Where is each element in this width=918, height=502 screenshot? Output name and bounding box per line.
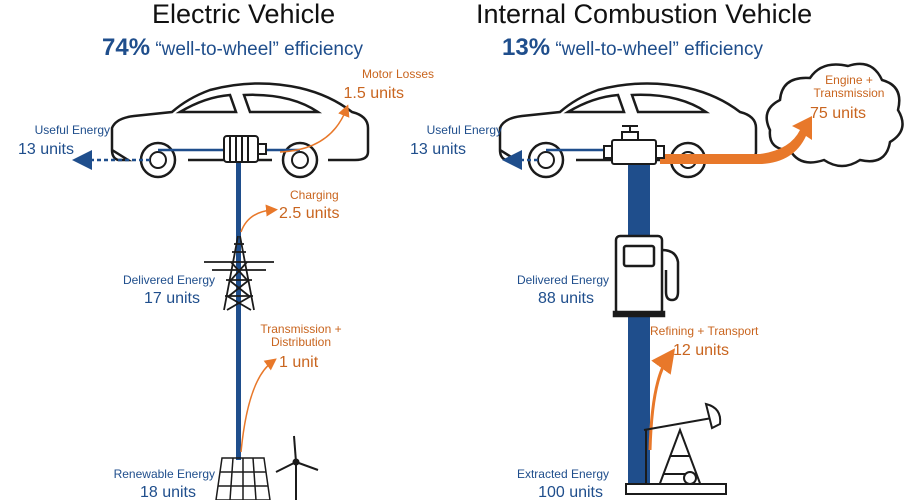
ice-efficiency: 13% “well-to-wheel” efficiency [502, 34, 763, 61]
oil-pumpjack-icon [625, 402, 727, 495]
refining-loss-arrow [648, 348, 676, 451]
engine-label-line1: Engine + [825, 73, 873, 87]
ice-delivered-energy-value: 88 units [537, 290, 594, 307]
transmission-label: Transmission + Distribution [258, 322, 344, 350]
extracted-energy-label: Extracted Energy [516, 467, 609, 481]
ev-rear-wheel [281, 141, 319, 179]
transmission-value: 1 unit [279, 354, 319, 371]
ev-efficiency: 74% “well-to-wheel” efficiency [102, 34, 363, 61]
ice-useful-energy-label: Useful Energy [426, 123, 502, 137]
fuel-pump-icon [612, 234, 680, 318]
ev-title: Electric Vehicle [152, 0, 336, 29]
ev-energy-flow-line [236, 160, 241, 460]
transmission-label-line1: Transmission + [260, 322, 342, 336]
charging-loss-arrow [240, 204, 278, 233]
ice-title: Internal Combustion Vehicle [476, 0, 813, 29]
ev-delivered-energy-value: 17 units [143, 290, 200, 307]
ev-efficiency-text: “well-to-wheel” efficiency [155, 39, 363, 60]
ev-efficiency-value: 74% [102, 34, 151, 61]
extracted-energy-value: 100 units [538, 484, 603, 501]
ice-efficiency-text: “well-to-wheel” efficiency [555, 39, 763, 60]
renewable-energy-value: 18 units [139, 484, 196, 501]
renewable-energy-label: Renewable Energy [113, 467, 215, 481]
motor-losses-label: Motor Losses [361, 67, 434, 81]
ice-delivered-energy-label: Delivered Energy [516, 273, 609, 287]
solar-panel-icon [215, 457, 271, 500]
charging-value: 2.5 units [279, 205, 340, 222]
ev-useful-energy-value: 13 units [17, 141, 74, 158]
engine-loss-arrow [660, 116, 812, 164]
motor-losses-value: 1.5 units [343, 85, 404, 102]
pylon-icon [204, 235, 274, 311]
engine-icon [603, 125, 665, 165]
ice-efficiency-value: 13% [502, 34, 551, 61]
ev-delivered-energy-label: Delivered Energy [122, 273, 215, 287]
ice-useful-energy-value: 13 units [409, 141, 466, 158]
charging-label: Charging [290, 188, 339, 202]
refining-value: 12 units [673, 342, 730, 359]
motor-loss-arrow [279, 104, 350, 153]
transmission-label-line2: Distribution [270, 335, 332, 350]
engine-label: Engine + Transmission [806, 73, 892, 101]
wind-turbine-icon [275, 435, 319, 500]
engine-value: 75 units [810, 105, 867, 122]
electric-motor-icon [223, 135, 267, 163]
transmission-loss-arrow [240, 358, 277, 453]
ev-useful-energy-label: Useful Energy [34, 123, 110, 137]
refining-label: Refining + Transport [650, 324, 759, 338]
engine-label-line2: Transmission [813, 86, 885, 101]
